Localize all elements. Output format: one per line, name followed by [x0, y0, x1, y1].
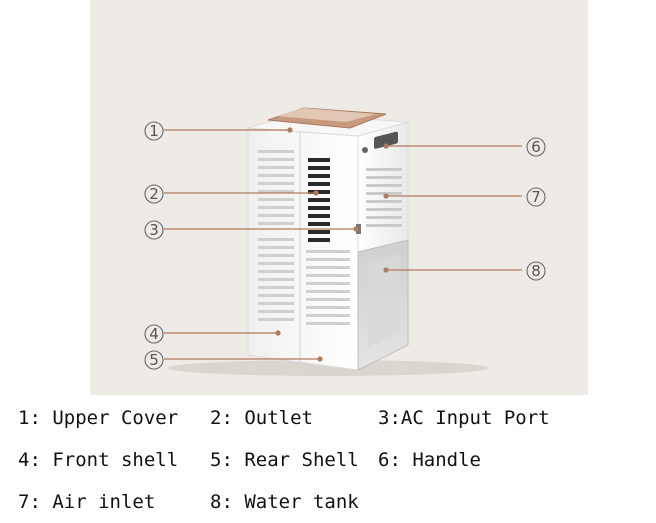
legend-item-8: 8: Water tank: [210, 491, 359, 513]
legend-item-1: 1: Upper Cover: [18, 407, 179, 429]
legend-item-6: 6: Handle: [378, 449, 481, 471]
leader-8-dot: [383, 267, 389, 273]
leader-1-dot: [287, 127, 293, 133]
front-vent-pattern: [258, 150, 350, 325]
callout-circle-6: [526, 137, 546, 157]
dehumidifier-diagram: 1 2 3 4 5 6 7 8: [144, 107, 546, 376]
callout-number-7: 7: [531, 188, 541, 206]
callout-number-5: 5: [149, 351, 159, 369]
parts-legend: 1: Upper Cover 2: Outlet 3:AC Input Port…: [18, 397, 648, 523]
leader-5-dot: [317, 356, 323, 362]
callout-circle-1: [144, 121, 164, 141]
legend-item-5: 5: Rear Shell: [210, 449, 359, 471]
callout-circle-5: [144, 350, 164, 370]
callout-circle-4: [144, 324, 164, 344]
legend-item-3: 3:AC Input Port: [378, 407, 550, 429]
callout-circle-7: [526, 187, 546, 207]
callout-circles: [144, 121, 546, 370]
leader-lines: [164, 127, 522, 362]
legend-item-2: 2: Outlet: [210, 407, 313, 429]
leader-7-dot: [383, 193, 389, 199]
legend-item-4: 4: Front shell: [18, 449, 179, 471]
air-inlet-grille: [366, 168, 402, 227]
callout-number-8: 8: [531, 262, 541, 280]
floor-shadow: [168, 360, 488, 376]
callout-number-2: 2: [149, 185, 159, 203]
callout-number-6: 6: [531, 138, 541, 156]
leader-3-dot: [353, 226, 359, 232]
water-tank-window: [368, 254, 400, 348]
callout-number-3: 3: [149, 221, 159, 239]
callout-number-1: 1: [149, 122, 159, 140]
leader-6-dot: [383, 143, 389, 149]
upper-cover-highlight: [276, 108, 376, 122]
callout-circle-8: [526, 261, 546, 281]
callout-number-4: 4: [149, 325, 159, 343]
outlet-grille: [308, 158, 330, 242]
power-dot: [362, 147, 368, 153]
handle-slot: [374, 131, 398, 149]
callout-circle-3: [144, 220, 164, 240]
callout-circle-2: [144, 184, 164, 204]
leader-4-dot: [275, 330, 281, 336]
leader-2-dot: [313, 190, 319, 196]
legend-item-7: 7: Air inlet: [18, 491, 156, 513]
